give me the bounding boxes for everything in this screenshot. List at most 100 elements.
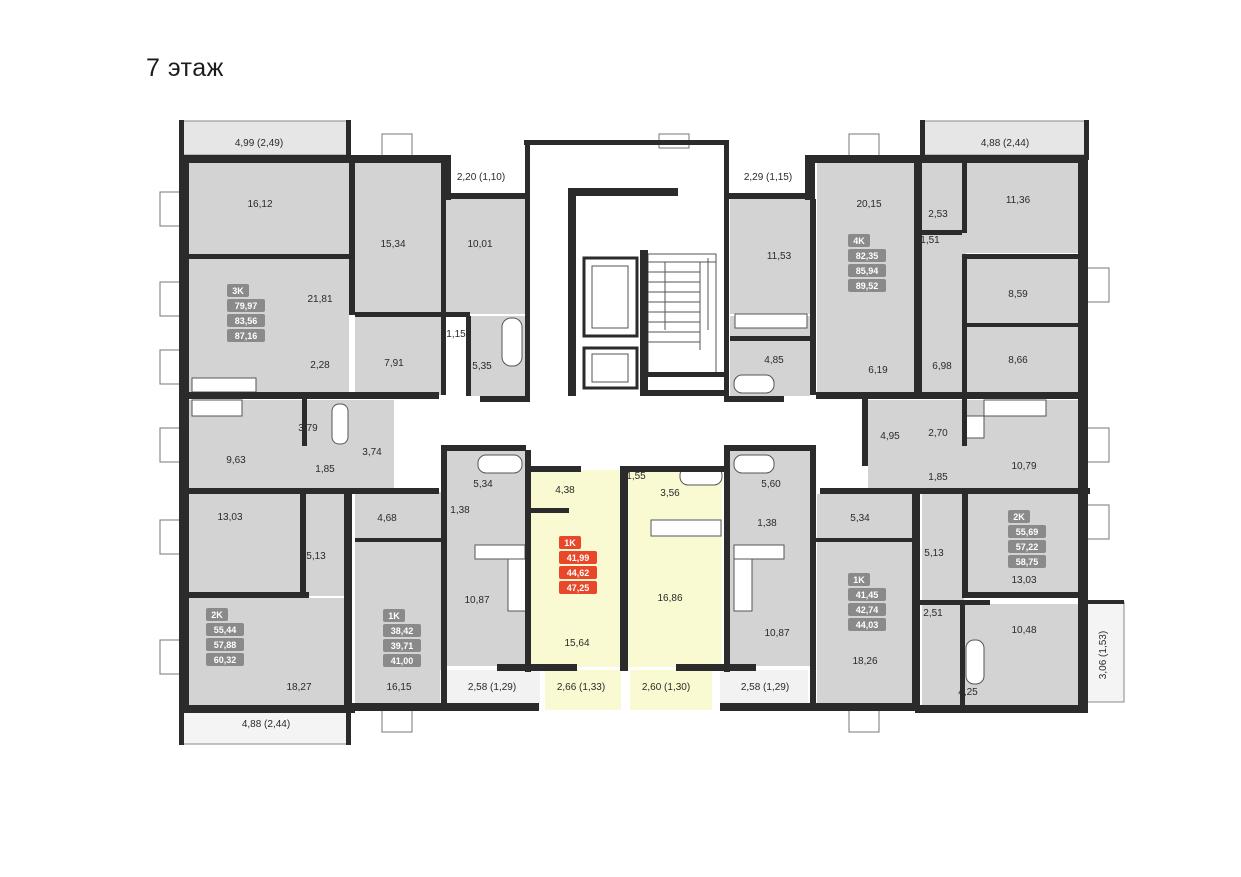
floor-title: 7 этаж [146, 54, 224, 82]
room-area-label: 2,70 [928, 428, 948, 439]
badge-area-bg [227, 299, 265, 312]
room-area-label: 6,19 [868, 365, 888, 376]
badge-type: 2K [211, 610, 223, 620]
badge-area: 89,52 [856, 281, 879, 291]
badge-area: 55,69 [1016, 527, 1039, 537]
badge-area-bg [848, 279, 886, 292]
room-area-label: 2,58 (1,29) [741, 682, 789, 693]
badge-area: 44,03 [856, 620, 879, 630]
badge-type: 4K [853, 236, 865, 246]
badge-area-bg [227, 329, 265, 342]
room-area-label: 18,27 [286, 682, 311, 693]
room-area-label: 16,86 [657, 593, 682, 604]
badge-type-bg [1008, 510, 1030, 523]
badge-area-bg [383, 624, 421, 637]
room-area-label: 4,25 [958, 687, 978, 698]
badge-area: 79,97 [235, 301, 258, 311]
badge-area-bg [383, 639, 421, 652]
badge-type: 3K [232, 286, 244, 296]
room-area-label: 4,88 (2,44) [981, 138, 1029, 149]
room-area-label: 20,15 [856, 199, 881, 210]
room-area-label: 15,34 [380, 239, 405, 250]
room-area-label: 5,60 [761, 479, 781, 490]
room-area-label: 1,85 [315, 464, 335, 475]
room-area-label: 13,03 [1011, 575, 1036, 586]
room-area-label: 10,87 [464, 595, 489, 606]
room-area-label: 1,38 [757, 518, 777, 529]
badge-area: 60,32 [214, 655, 237, 665]
badge-area: 39,71 [391, 641, 414, 651]
balcony [182, 120, 350, 156]
balcony [182, 709, 350, 745]
room-area-label: 15,64 [564, 638, 589, 649]
badge-area-bg [1008, 555, 1046, 568]
room-area-label: 3,79 [298, 423, 318, 434]
badge-area-bg [206, 638, 244, 651]
room-area-label: 10,79 [1011, 461, 1036, 472]
badge-area: 42,74 [856, 605, 879, 615]
room-area-label: 6,98 [932, 361, 952, 372]
rooms [189, 163, 1080, 710]
balcony [921, 120, 1089, 156]
room-area-label: 11,36 [1006, 195, 1031, 206]
room-area-label: 2,58 (1,29) [468, 682, 516, 693]
badge-area: 85,94 [856, 266, 879, 276]
badge-area-bg [227, 314, 265, 327]
room-area-label: 5,34 [850, 513, 870, 524]
balcony [1085, 601, 1125, 703]
room-area-label: 4,85 [764, 355, 784, 366]
apartment-badge[interactable]: 1K 41,45 42,74 44,03 [848, 573, 886, 631]
room-area-label: 2,66 (1,33) [557, 682, 605, 693]
room-area-label: 8,59 [1008, 289, 1028, 300]
room-area-label: 2,29 (1,15) [744, 172, 792, 183]
badge-area-bg [1008, 540, 1046, 553]
room-area-label: 21,81 [307, 294, 332, 305]
room-area-label: 2,51 [923, 608, 943, 619]
room-area-label: 1,51 [920, 235, 940, 246]
stairwell [582, 253, 717, 390]
room-area-label: 2,20 (1,10) [457, 172, 505, 183]
badge-area-bg [559, 551, 597, 564]
room-area-label: 10,48 [1011, 625, 1036, 636]
badge-area: 47,25 [567, 583, 590, 593]
room-area-label: 8,66 [1008, 355, 1028, 366]
room-area-label: 1,38 [450, 505, 470, 516]
badge-type: 1K [853, 575, 865, 585]
badge-area: 87,16 [235, 331, 258, 341]
apartment-badge[interactable]: 4K 82,35 85,94 89,52 [848, 234, 886, 292]
room-area-label: 4,88 (2,44) [242, 719, 290, 730]
badge-area: 41,45 [856, 590, 879, 600]
room-area-label: 4,95 [880, 431, 900, 442]
room-area-label: 4,38 [555, 485, 575, 496]
room-area-label: 5,35 [472, 361, 492, 372]
badge-area-bg [559, 581, 597, 594]
badge-type: 2K [1013, 512, 1025, 522]
room-area-label: 3,56 [660, 488, 680, 499]
badge-type-bg [848, 234, 870, 247]
room-area-label: 1,85 [928, 472, 948, 483]
badge-area: 82,35 [856, 251, 879, 261]
room-area-label: 9,63 [226, 455, 246, 466]
room-area-label: 2,60 (1,30) [642, 682, 690, 693]
room-area-label: 1,55 [626, 471, 646, 482]
room-area-label: 3,74 [362, 447, 382, 458]
room-label-vertical: 3,06 (1,53) [1098, 631, 1109, 679]
badge-type-bg [383, 609, 405, 622]
badge-type: 1K [388, 611, 400, 621]
badge-area-bg [848, 249, 886, 262]
badge-area-bg [848, 264, 886, 277]
room-area-label: 1,15 [446, 329, 466, 340]
room-area-label: 5,13 [306, 551, 326, 562]
room-area-label: 4,68 [377, 513, 397, 524]
room-area-label: 11,53 [767, 251, 792, 262]
room-area-label: 5,13 [924, 548, 944, 559]
room-area-label: 16,12 [247, 199, 272, 210]
room-area-label: 10,87 [764, 628, 789, 639]
